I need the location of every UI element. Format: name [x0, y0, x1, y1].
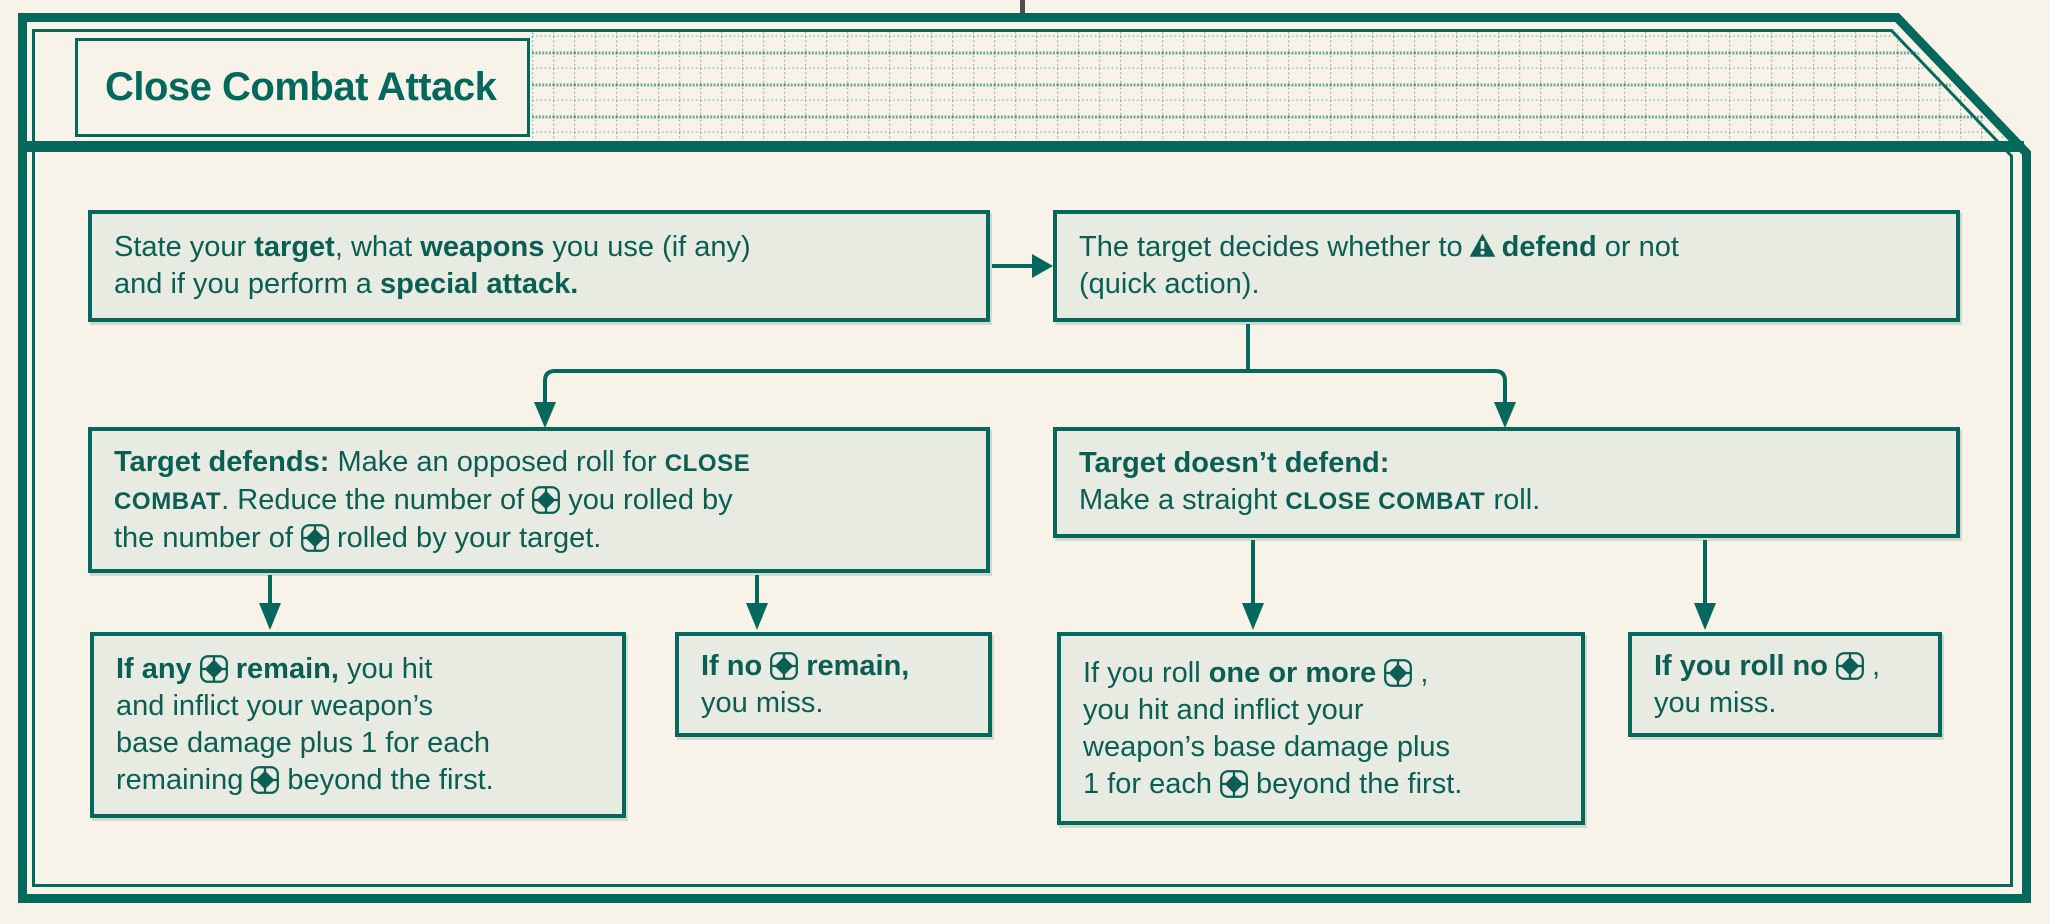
arrowhead-to-miss — [746, 603, 768, 630]
flow-box-target-defends: Target defends: Make an opposed roll for… — [88, 427, 990, 573]
header-grid-texture — [532, 30, 2008, 141]
warning-icon — [1469, 229, 1496, 266]
page-title: Close Combat Attack — [105, 65, 497, 109]
die-icon — [198, 651, 230, 688]
flow-box-text: Target doesn’t defend:Make a straight CL… — [1079, 447, 1541, 516]
flow-box-target-doesnt-defend: Target doesn’t defend:Make a straight CL… — [1053, 427, 1960, 538]
flow-box-text: Target defends: Make an opposed roll for… — [92, 444, 770, 557]
page-column-rule — [1020, 0, 1025, 15]
flow-box-one-or-more-hit: If you roll one or more,you hit and infl… — [1057, 632, 1585, 825]
connector-split — [543, 369, 1507, 406]
header-title-box: Close Combat Attack — [75, 38, 530, 137]
inner-frame-border — [32, 29, 2013, 887]
flow-box-state-attack: State your target, what weapons you use … — [88, 210, 990, 322]
flow-box-roll-no-miss: If you roll no,you miss. — [1628, 632, 1942, 737]
arrowhead-to-straight-hit — [1242, 603, 1264, 630]
die-icon — [530, 482, 562, 519]
die-icon — [299, 520, 331, 557]
arrowhead-to-defends — [534, 402, 556, 428]
arrowhead-to-hit — [259, 603, 281, 630]
die-icon — [1834, 648, 1866, 685]
flow-box-text: If you roll no,you miss. — [1654, 648, 1881, 719]
die-icon — [1382, 655, 1414, 692]
flow-box-text: If you roll one or more,you hit and infl… — [1061, 655, 1482, 803]
die-icon — [249, 762, 281, 799]
outer-frame-border — [18, 13, 2031, 903]
flow-box-text: State your target, what weapons you use … — [114, 231, 751, 300]
arrowhead-to-doesnt-defend — [1494, 402, 1516, 428]
arrowhead-to-straight-miss — [1694, 603, 1716, 630]
arrowhead-right — [1032, 254, 1053, 278]
die-icon — [768, 648, 800, 685]
die-icon — [1218, 766, 1250, 803]
